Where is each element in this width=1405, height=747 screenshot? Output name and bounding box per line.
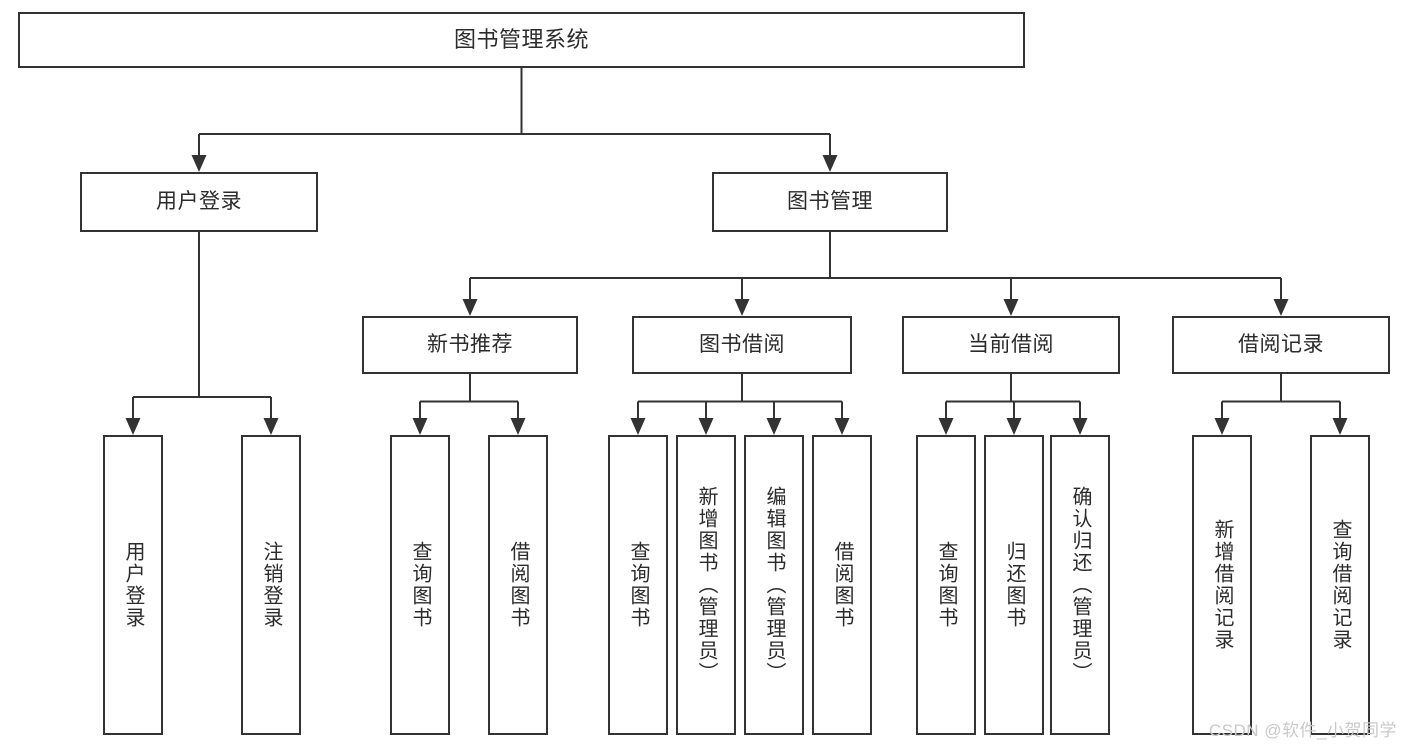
node-leaf-borrow-edit[interactable]: 编辑图书（管理员） xyxy=(744,435,804,735)
node-new-book-rec[interactable]: 新书推荐 xyxy=(362,316,578,374)
node-label: 编辑图书（管理员） xyxy=(763,486,785,684)
node-leaf-borrow-query[interactable]: 查询图书 xyxy=(608,435,668,735)
node-leaf-rec-borrow[interactable]: 借阅图书 xyxy=(488,435,548,735)
node-user-login[interactable]: 用户登录 xyxy=(80,172,318,232)
node-label: 查询借阅记录 xyxy=(1329,519,1351,651)
watermark: CSDN @软件_小贺同学 xyxy=(1208,721,1397,740)
node-leaf-borrow-lend[interactable]: 借阅图书 xyxy=(812,435,872,735)
node-label: 图书借阅 xyxy=(699,332,785,356)
node-leaf-cur-confirm[interactable]: 确认归还（管理员） xyxy=(1050,435,1110,735)
node-label: 借阅图书 xyxy=(507,541,529,629)
node-label: 借阅图书 xyxy=(831,541,853,629)
node-current-borrow[interactable]: 当前借阅 xyxy=(902,316,1120,374)
node-label: 当前借阅 xyxy=(968,332,1054,356)
node-label: 用户登录 xyxy=(122,541,144,629)
node-leaf-rec-query[interactable]: 查询图书 xyxy=(390,435,450,735)
node-label: 图书管理系统 xyxy=(453,27,589,53)
node-label: 新书推荐 xyxy=(427,332,513,356)
node-label: 查询图书 xyxy=(409,541,431,629)
node-leaf-user-login[interactable]: 用户登录 xyxy=(103,435,163,735)
node-leaf-borrow-add[interactable]: 新增图书（管理员） xyxy=(676,435,736,735)
node-label: 图书管理 xyxy=(787,189,873,213)
node-borrow-record[interactable]: 借阅记录 xyxy=(1172,316,1390,374)
node-label: 归还图书 xyxy=(1003,541,1025,629)
node-leaf-rec-add[interactable]: 新增借阅记录 xyxy=(1192,435,1252,735)
node-label: 查询图书 xyxy=(935,541,957,629)
node-leaf-user-logout[interactable]: 注销登录 xyxy=(241,435,301,735)
node-root[interactable]: 图书管理系统 xyxy=(18,12,1025,68)
node-leaf-cur-return[interactable]: 归还图书 xyxy=(984,435,1044,735)
node-label: 注销登录 xyxy=(260,541,282,629)
node-label: 新增借阅记录 xyxy=(1211,519,1233,651)
node-book-borrow[interactable]: 图书借阅 xyxy=(632,316,852,374)
node-book-manage[interactable]: 图书管理 xyxy=(712,172,948,232)
node-label: 新增图书（管理员） xyxy=(695,486,717,684)
node-label: 借阅记录 xyxy=(1238,332,1324,356)
node-label: 查询图书 xyxy=(627,541,649,629)
node-label: 用户登录 xyxy=(156,189,242,213)
node-label: 确认归还（管理员） xyxy=(1069,486,1091,684)
node-leaf-rec-query2[interactable]: 查询借阅记录 xyxy=(1310,435,1370,735)
node-leaf-cur-query[interactable]: 查询图书 xyxy=(916,435,976,735)
